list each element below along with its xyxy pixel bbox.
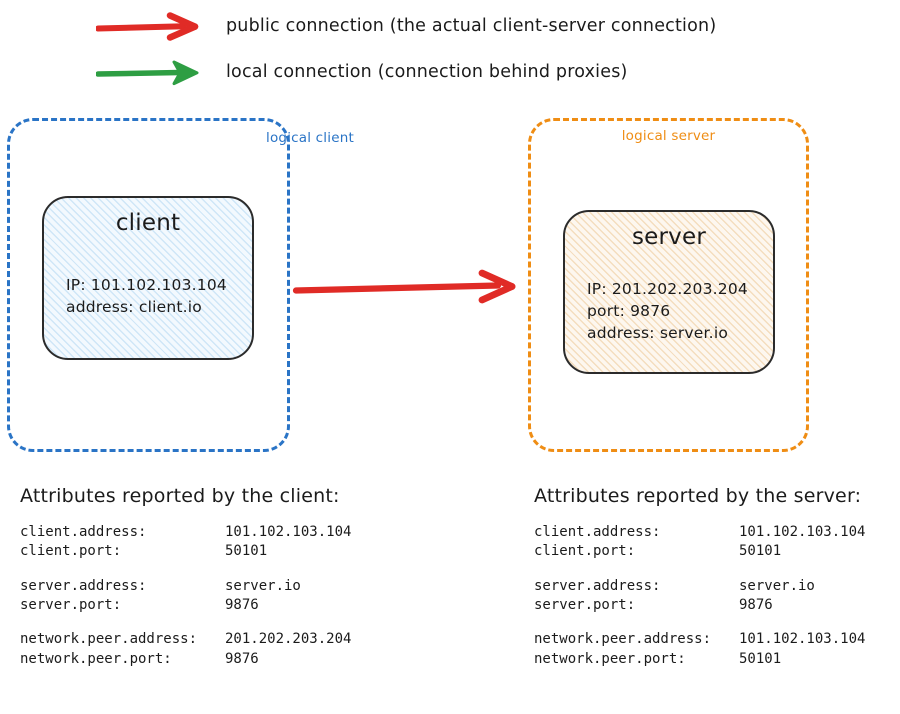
attributes-server-heading: Attributes reported by the server: bbox=[534, 485, 862, 507]
legend-item-local-connection: local connection (connection behind prox… bbox=[96, 58, 628, 88]
logical-client-group bbox=[7, 118, 290, 452]
attribute-value: 201.202.203.204 bbox=[225, 631, 352, 648]
attribute-row: server.port: 9876 bbox=[20, 596, 351, 615]
attribute-row: network.peer.address: 101.102.103.104 bbox=[534, 630, 865, 649]
server-node-port: port: 9876 bbox=[587, 302, 671, 320]
attribute-key: client.address: bbox=[534, 524, 661, 540]
attributes-client-heading: Attributes reported by the client: bbox=[20, 485, 340, 507]
attribute-group: client.address: 101.102.103.104 client.p… bbox=[534, 523, 865, 562]
legend-item-public-connection: public connection (the actual client-ser… bbox=[96, 12, 716, 42]
attribute-key: server.port: bbox=[20, 596, 122, 613]
attribute-key: network.peer.port: bbox=[534, 650, 686, 667]
attribute-row: network.peer.port: 50101 bbox=[534, 650, 865, 669]
attribute-value: 101.102.103.104 bbox=[739, 524, 866, 540]
client-node-ip: IP: 101.102.103.104 bbox=[66, 276, 227, 294]
attribute-value: 50101 bbox=[739, 543, 782, 560]
client-node-address: address: client.io bbox=[66, 298, 202, 316]
attribute-group: network.peer.address: 101.102.103.104 ne… bbox=[534, 630, 865, 669]
attribute-value: 9876 bbox=[225, 650, 259, 667]
attribute-key: network.peer.address: bbox=[20, 631, 198, 648]
attributes-reported-by-server: Attributes reported by the server: clien… bbox=[534, 487, 865, 669]
attribute-key: server.address: bbox=[534, 577, 661, 594]
attribute-group: server.address: server.io server.port: 9… bbox=[20, 577, 351, 616]
logical-server-group bbox=[528, 118, 809, 452]
attribute-row: client.address: 101.102.103.104 bbox=[20, 523, 351, 542]
server-node-ip: IP: 201.202.203.204 bbox=[587, 280, 748, 298]
red-arrow-icon bbox=[96, 12, 199, 41]
attribute-row: network.peer.address: 201.202.203.204 bbox=[20, 630, 351, 649]
attribute-group: network.peer.address: 201.202.203.204 ne… bbox=[20, 630, 351, 669]
legend-label-local-connection: local connection (connection behind prox… bbox=[226, 62, 628, 83]
attribute-row: client.port: 50101 bbox=[534, 542, 865, 561]
client-node-details: IP: 101.102.103.104 address: client.io bbox=[66, 274, 244, 318]
attribute-value: 9876 bbox=[739, 596, 773, 613]
attribute-value: 50101 bbox=[739, 650, 782, 667]
attribute-key: server.address: bbox=[20, 577, 147, 594]
attribute-key: client.port: bbox=[20, 543, 122, 560]
attribute-row: server.port: 9876 bbox=[534, 596, 865, 615]
attribute-value: server.io bbox=[739, 577, 815, 594]
attribute-key: server.port: bbox=[534, 596, 636, 613]
attribute-row: network.peer.port: 9876 bbox=[20, 650, 351, 669]
attribute-key: network.peer.address: bbox=[534, 631, 712, 648]
attribute-row: server.address: server.io bbox=[20, 577, 351, 596]
server-node-title: server bbox=[631, 224, 706, 250]
server-node[interactable]: server IP: 201.202.203.204 port: 9876 ad… bbox=[563, 210, 775, 374]
attribute-value: 101.102.103.104 bbox=[225, 524, 352, 540]
logical-server-group-label: logical server bbox=[621, 128, 716, 144]
attribute-group: client.address: 101.102.103.104 client.p… bbox=[20, 523, 351, 562]
attribute-row: server.address: server.io bbox=[534, 577, 865, 596]
server-node-details: IP: 201.202.203.204 port: 9876 address: … bbox=[587, 278, 765, 344]
attribute-value: 9876 bbox=[225, 596, 259, 613]
attribute-row: client.port: 50101 bbox=[20, 542, 351, 561]
attribute-key: client.address: bbox=[20, 524, 147, 540]
attribute-group: server.address: server.io server.port: 9… bbox=[534, 577, 865, 616]
attribute-key: network.peer.port: bbox=[20, 650, 172, 667]
logical-client-group-label: logical client bbox=[266, 130, 354, 146]
attribute-value: 50101 bbox=[225, 543, 268, 560]
client-node-title: client bbox=[115, 210, 181, 236]
attribute-value: 101.102.103.104 bbox=[739, 631, 866, 648]
public-connection-arrow bbox=[292, 269, 516, 304]
server-node-address: address: server.io bbox=[587, 324, 729, 342]
legend-label-public-connection: public connection (the actual client-ser… bbox=[226, 16, 717, 37]
attribute-value: server.io bbox=[225, 577, 301, 594]
attributes-reported-by-client: Attributes reported by the client: clien… bbox=[20, 487, 351, 669]
attribute-key: client.port: bbox=[534, 543, 636, 560]
attribute-row: client.address: 101.102.103.104 bbox=[534, 523, 865, 542]
client-node[interactable]: client IP: 101.102.103.104 address: clie… bbox=[42, 196, 254, 360]
green-arrow-icon bbox=[96, 60, 199, 86]
